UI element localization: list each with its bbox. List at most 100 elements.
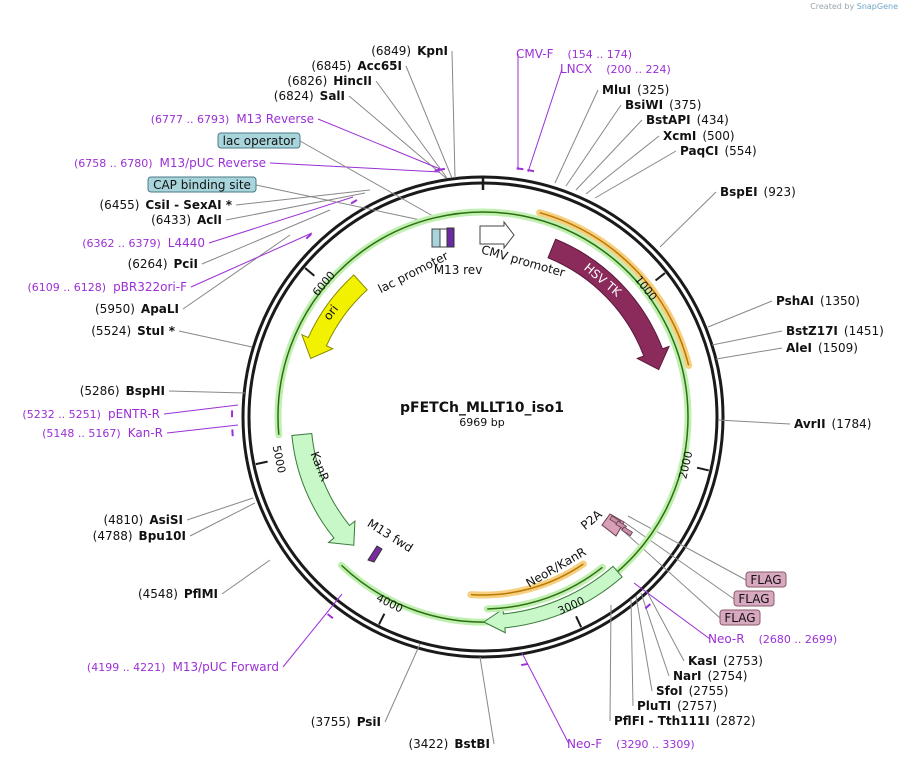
enzyme-label-xcmi: XcmI(500): [663, 129, 735, 143]
primer-marker: [527, 168, 535, 173]
enzyme-label-bstapi: BstAPI (434): [646, 113, 729, 127]
ruler-tick: [654, 272, 666, 282]
primer-marker: [305, 233, 312, 240]
primer-label-m13-puc-reverse: (6758 .. 6780)M13/pUC Reverse: [74, 156, 266, 170]
enzyme-label-paqci: PaqCI(554): [680, 144, 757, 158]
primer-range: (2680 .. 2699): [759, 633, 838, 646]
enzyme-leader: [609, 604, 612, 722]
hsv-tk-arrow: [547, 238, 671, 371]
enzyme-leader: [375, 80, 448, 179]
primer-name: M13/pUC Reverse: [160, 156, 267, 170]
primer-range: (3290 .. 3309): [616, 738, 695, 751]
box-leader: [627, 515, 747, 581]
enzyme-label-bstz17i-a: BstZ17I: [786, 324, 838, 338]
enzyme-label-avrii: AvrII(1784): [794, 417, 871, 431]
flag-box: [733, 590, 775, 607]
enzyme-label-kpni: (6849)KpnI: [371, 44, 448, 58]
enzyme-label-bsiwi-a: BsiWI: [625, 98, 663, 112]
enzyme-label-asisi-b: AsiSI: [149, 513, 183, 527]
enzyme-label-pcii: (6264)PciI: [128, 257, 198, 271]
cmv-orange-track: [539, 211, 690, 366]
enzyme-leader: [221, 559, 271, 595]
enzyme-label-alei-b: (1509): [818, 341, 858, 355]
enzyme-label-hincii-a: (6826): [287, 74, 327, 88]
box-leader: [299, 140, 441, 221]
enzyme-label-nari: NarI(2754): [673, 669, 747, 683]
primer-label-lncx: LNCX(200 .. 224): [560, 62, 671, 76]
enzyme-label-kasi: KasI(2753): [688, 654, 763, 668]
m13-fwd-arrow: [367, 545, 383, 563]
primer-label-cmv-f: CMV-F(154 .. 174): [516, 47, 632, 61]
enzyme-label-sali-b: SalI: [320, 89, 345, 103]
enzyme-label-pshai-a: PshAI: [776, 294, 814, 308]
enzyme-label-bstz17i-b: (1451): [844, 324, 884, 338]
feature-label-p2a: P2A: [578, 507, 605, 533]
enzyme-label-avrii-a: AvrII: [794, 417, 826, 431]
enzyme-leader: [630, 598, 634, 707]
enzyme-label-psii-b: PsiI: [357, 715, 381, 729]
primer-leader: [190, 232, 313, 288]
feature-box: [217, 132, 301, 149]
neor-green-track: [487, 566, 603, 610]
primer-range: (6362 .. 6379): [82, 237, 161, 250]
enzyme-label-pflfi-tth111i-b: (2872): [716, 714, 756, 728]
enzyme-label-pflmi-b: PflMI: [184, 587, 218, 601]
primer-name: M13/pUC Forward: [172, 660, 279, 674]
cmv-promoter-arrow: [479, 220, 515, 250]
enzyme-label-acli-a: (6433): [151, 213, 191, 227]
neor-arrow: [482, 565, 623, 634]
primer-leader: [527, 68, 563, 173]
boxed-label-flag: FLAG: [738, 592, 769, 606]
enzyme-label-bsiwi-b: (375): [669, 98, 701, 112]
primer-marker: [326, 613, 334, 620]
box-leader: [623, 521, 735, 600]
enzyme-label-mlui-b: (325): [637, 83, 669, 97]
enzyme-label-bstapi-a: BstAPI: [646, 113, 691, 127]
snapgene-credit: Created by SnapGene: [810, 2, 898, 11]
enzyme-leader: [384, 643, 421, 723]
primer-range: (5148 .. 5167): [42, 427, 121, 440]
primer-marker: [434, 168, 442, 172]
enzyme-label-pluti-a: PluTI: [637, 699, 671, 713]
enzyme-label-pshai-b: (1350): [820, 294, 860, 308]
primer-marker: [516, 167, 524, 171]
feature-layer: [231, 167, 693, 667]
enzyme-leader: [565, 104, 622, 187]
feature-label-m13-rev: M13 rev: [434, 263, 483, 277]
primer-label-pentr-r: (5232 .. 5251)pENTR-R: [22, 407, 160, 421]
enzyme-label-psii: (3755) PsiI: [311, 715, 381, 729]
primer-name: pENTR-R: [108, 407, 160, 421]
enzyme-leader: [554, 89, 599, 184]
enzyme-leader: [659, 191, 717, 248]
enzyme-label-pluti: PluTI(2757): [637, 699, 717, 713]
primer-leader: [317, 118, 441, 170]
enzyme-label-psii-a: (3755): [311, 715, 351, 729]
boxed-label-lac-operator: lac operator: [223, 134, 296, 148]
primer-name: Neo-F: [567, 737, 602, 751]
enzyme-label-alei: AleI(1509): [786, 341, 858, 355]
flag-box: [719, 609, 761, 626]
p2a-block: [601, 513, 625, 537]
enzyme-label-acc65i-b: Acc65I: [357, 59, 402, 73]
enzyme-label-bpu10i: (4788)Bpu10I: [93, 529, 186, 543]
enzyme-label-bsphi: (5286)BspHI: [80, 384, 165, 398]
enzyme-leader: [235, 189, 371, 206]
plasmid-name: pFETCh_MLLT10_iso1: [400, 400, 564, 416]
enzyme-label-bstapi-b: (434): [697, 113, 729, 127]
ruler-tick: [696, 466, 709, 472]
plasmid-length: 6969 bp: [459, 416, 504, 429]
enzyme-leader: [479, 656, 495, 745]
ruler-tick: [255, 460, 268, 466]
enzyme-label-acli-b: AclI: [197, 213, 222, 227]
enzyme-label-bsiwi: BsiWI (375): [625, 98, 701, 112]
enzyme-label-pshai: PshAI (1350): [776, 294, 860, 308]
enzyme-label-bstbi: (3422)BstBI: [408, 737, 490, 751]
enzyme-leader: [186, 497, 254, 521]
enzyme-label-xcmi-b: (500): [702, 129, 734, 143]
enzyme-leader: [711, 330, 783, 346]
enzyme-leader: [707, 300, 773, 328]
enzyme-label-apali-a: (5950): [95, 302, 135, 316]
ruler-tick: [575, 615, 583, 628]
enzyme-label-sfoi-b: (2755): [689, 684, 729, 698]
